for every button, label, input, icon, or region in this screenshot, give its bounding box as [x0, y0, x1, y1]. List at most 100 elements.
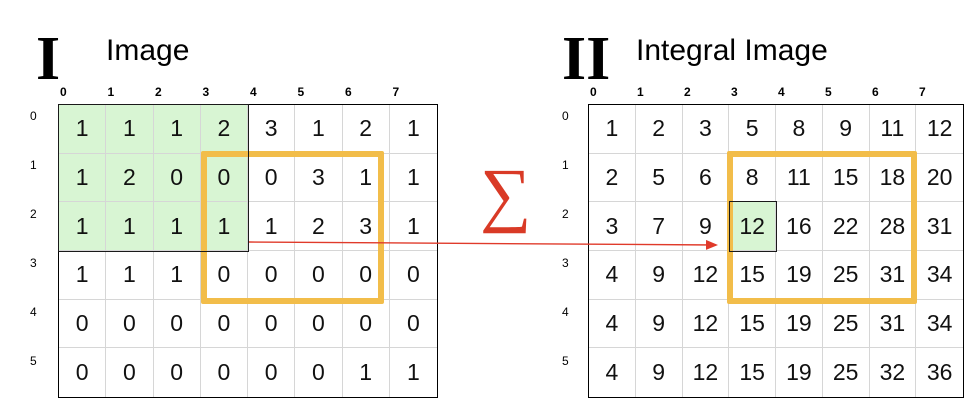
grid-cell: 1 — [106, 202, 154, 251]
grid-cell: 2 — [635, 105, 683, 154]
grid-cell: 11 — [869, 105, 917, 154]
grid-cell: 12 — [682, 299, 730, 349]
grid-cell: 0 — [59, 299, 107, 349]
row-index: 1 — [30, 158, 37, 172]
grid-cell: 0 — [389, 300, 437, 349]
row-index: 4 — [30, 305, 37, 319]
grid-cell: 0 — [248, 299, 296, 349]
grid-cell: 28 — [869, 202, 917, 251]
grid-cell: 1 — [389, 105, 437, 154]
grid-cell: 18 — [869, 153, 917, 203]
grid-cell: 25 — [823, 348, 870, 397]
grid-cell: 0 — [154, 348, 201, 397]
grid-cell: 0 — [200, 299, 248, 349]
grid-cell: 12 — [682, 251, 730, 300]
grid-cell: 19 — [776, 348, 823, 397]
row-index: 5 — [30, 354, 37, 368]
grid-cell: 5 — [635, 153, 683, 203]
column-index: 5 — [297, 85, 305, 99]
grid-cell: 12 — [916, 105, 963, 154]
grid-cell: 0 — [200, 153, 248, 203]
grid-cell: 0 — [106, 348, 154, 397]
row-index: 2 — [562, 207, 569, 221]
grid-cell: 19 — [776, 251, 823, 300]
grid-cell: 0 — [248, 348, 296, 397]
column-index: 4 — [778, 85, 785, 99]
grid-cell: 22 — [822, 202, 870, 251]
grid-cell: 2 — [106, 153, 154, 203]
grid-cell: 3 — [682, 105, 730, 154]
grid-cell: 4 — [589, 251, 636, 300]
grid-cell: 1 — [342, 153, 390, 203]
grid-cell: 3 — [295, 153, 343, 203]
panel-ii-numeral: II — [562, 25, 611, 93]
grid-cell: 9 — [635, 251, 683, 300]
grid-cell: 0 — [342, 251, 390, 300]
column-index: 1 — [637, 85, 644, 99]
grid-cell: 1 — [106, 105, 154, 154]
grid-cell: 0 — [106, 299, 154, 349]
grid-cell: 1 — [248, 202, 296, 251]
grid-cell: 0 — [201, 348, 248, 397]
grid-cell: 31 — [916, 202, 963, 251]
grid-cell: 12 — [729, 202, 776, 251]
grid-cell: 11 — [776, 153, 823, 203]
grid-cell: 34 — [916, 300, 963, 349]
grid-cell: 7 — [635, 202, 683, 251]
grid-cell: 0 — [295, 251, 343, 300]
grid-cell: 1 — [343, 348, 390, 397]
grid-cell: 0 — [59, 348, 107, 397]
grid-cell: 9 — [682, 202, 730, 251]
grid-cell: 19 — [776, 299, 823, 349]
row-index: 2 — [30, 207, 37, 221]
grid-cell: 0 — [200, 251, 248, 300]
row-index: 1 — [562, 158, 569, 172]
grid-cell: 4 — [589, 299, 636, 349]
grid-cell: 4 — [589, 348, 636, 397]
grid-cell: 0 — [153, 153, 201, 203]
column-index: 5 — [825, 85, 832, 99]
grid-cell: 8 — [776, 105, 823, 154]
grid-cell: 32 — [870, 348, 917, 397]
grid-cell: 3 — [248, 105, 296, 154]
grid-cell: 9 — [635, 299, 683, 349]
grid-cell: 25 — [822, 251, 870, 300]
column-index: 1 — [107, 85, 115, 99]
grid-cell: 0 — [248, 251, 296, 300]
grid-cell: 2 — [200, 105, 248, 154]
row-index: 3 — [30, 256, 37, 270]
grid-cell: 1 — [589, 105, 636, 154]
grid-cell: 1 — [200, 202, 248, 251]
grid-cell: 34 — [916, 251, 963, 300]
panel-i-title: Image — [106, 34, 190, 67]
sigma-icon: ∑ — [480, 154, 531, 234]
grid-cell: 1 — [59, 105, 107, 154]
column-index: 6 — [872, 85, 879, 99]
grid-cell: 1 — [389, 154, 437, 203]
grid-cell: 1 — [153, 105, 201, 154]
grid-cell: 1 — [59, 251, 107, 300]
grid-cell: 2 — [589, 153, 636, 203]
column-index: 7 — [392, 85, 400, 99]
grid-cell: 0 — [389, 251, 437, 300]
grid-cell: 2 — [295, 202, 343, 251]
column-index: 4 — [250, 85, 257, 99]
grid-cell: 1 — [153, 202, 201, 251]
grid-cell: 1 — [295, 105, 343, 154]
column-index: 6 — [345, 85, 352, 99]
grid-cell: 15 — [729, 251, 776, 300]
grid-cell: 6 — [682, 153, 730, 203]
panel-i-numeral: I — [36, 25, 61, 93]
grid-cell: 1 — [59, 202, 107, 251]
grid-cell: 0 — [342, 299, 390, 349]
column-index: 7 — [919, 85, 926, 99]
grid-cell: 1 — [153, 251, 201, 300]
grid-cell: 9 — [636, 348, 683, 397]
grid-cell: 15 — [729, 299, 776, 349]
grid-cell: 36 — [926, 359, 953, 386]
grid-cell: 0 — [295, 299, 343, 349]
panel-ii-title: Integral Image — [636, 34, 828, 67]
row-index: 3 — [562, 256, 569, 270]
grid-cell: 2 — [342, 105, 390, 154]
